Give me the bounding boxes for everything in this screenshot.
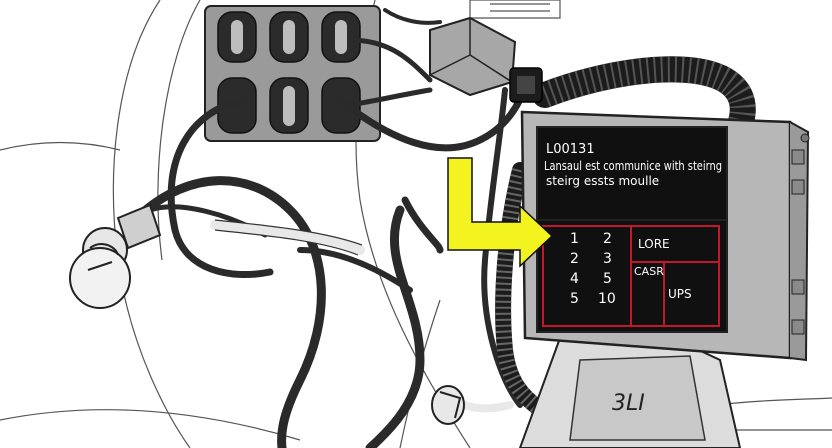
grid-label-lore: LORE bbox=[638, 237, 670, 251]
grid-num-c1-r2: 2 bbox=[570, 251, 579, 267]
corrugated-conduit bbox=[495, 56, 756, 418]
fuse-box bbox=[204, 5, 381, 142]
conduit-connector bbox=[509, 67, 543, 103]
screen-message-2: steirg essts moulle bbox=[546, 174, 659, 188]
grid-num-c2-r1: 2 bbox=[603, 231, 612, 247]
grid-label-casr: CASR bbox=[634, 265, 664, 278]
grid-num-c2-r3: 5 bbox=[603, 271, 612, 287]
light-cable-outline bbox=[214, 219, 363, 256]
bulb-icon bbox=[69, 203, 162, 309]
mounting-bracket: 3LI bbox=[518, 330, 742, 448]
cables bbox=[135, 8, 529, 448]
grid-num-c2-r2: 3 bbox=[603, 251, 612, 267]
bracket-label: 3LI bbox=[612, 391, 645, 416]
grid-label-ups: UPS bbox=[668, 287, 692, 301]
arrow-icon bbox=[447, 157, 554, 268]
relay-block bbox=[429, 16, 517, 97]
grid-num-c1-r3: 4 bbox=[570, 271, 579, 287]
code-grid: 1 2 4 5 2 3 5 10 LORE CASR UPS bbox=[536, 219, 728, 333]
module-screen: L00131 Lansaul est communice with steirn… bbox=[536, 126, 728, 223]
screen-message-1: Lansaul est communice with steirng bbox=[544, 159, 722, 173]
grid-num-c1-r4: 5 bbox=[570, 291, 579, 307]
screen-code: L00131 bbox=[546, 142, 595, 157]
light-cables bbox=[210, 220, 514, 413]
grid-num-c1-r1: 1 bbox=[570, 231, 579, 247]
grid-num-c2-r4: 10 bbox=[598, 291, 616, 307]
connector-plug-icon bbox=[431, 385, 465, 425]
